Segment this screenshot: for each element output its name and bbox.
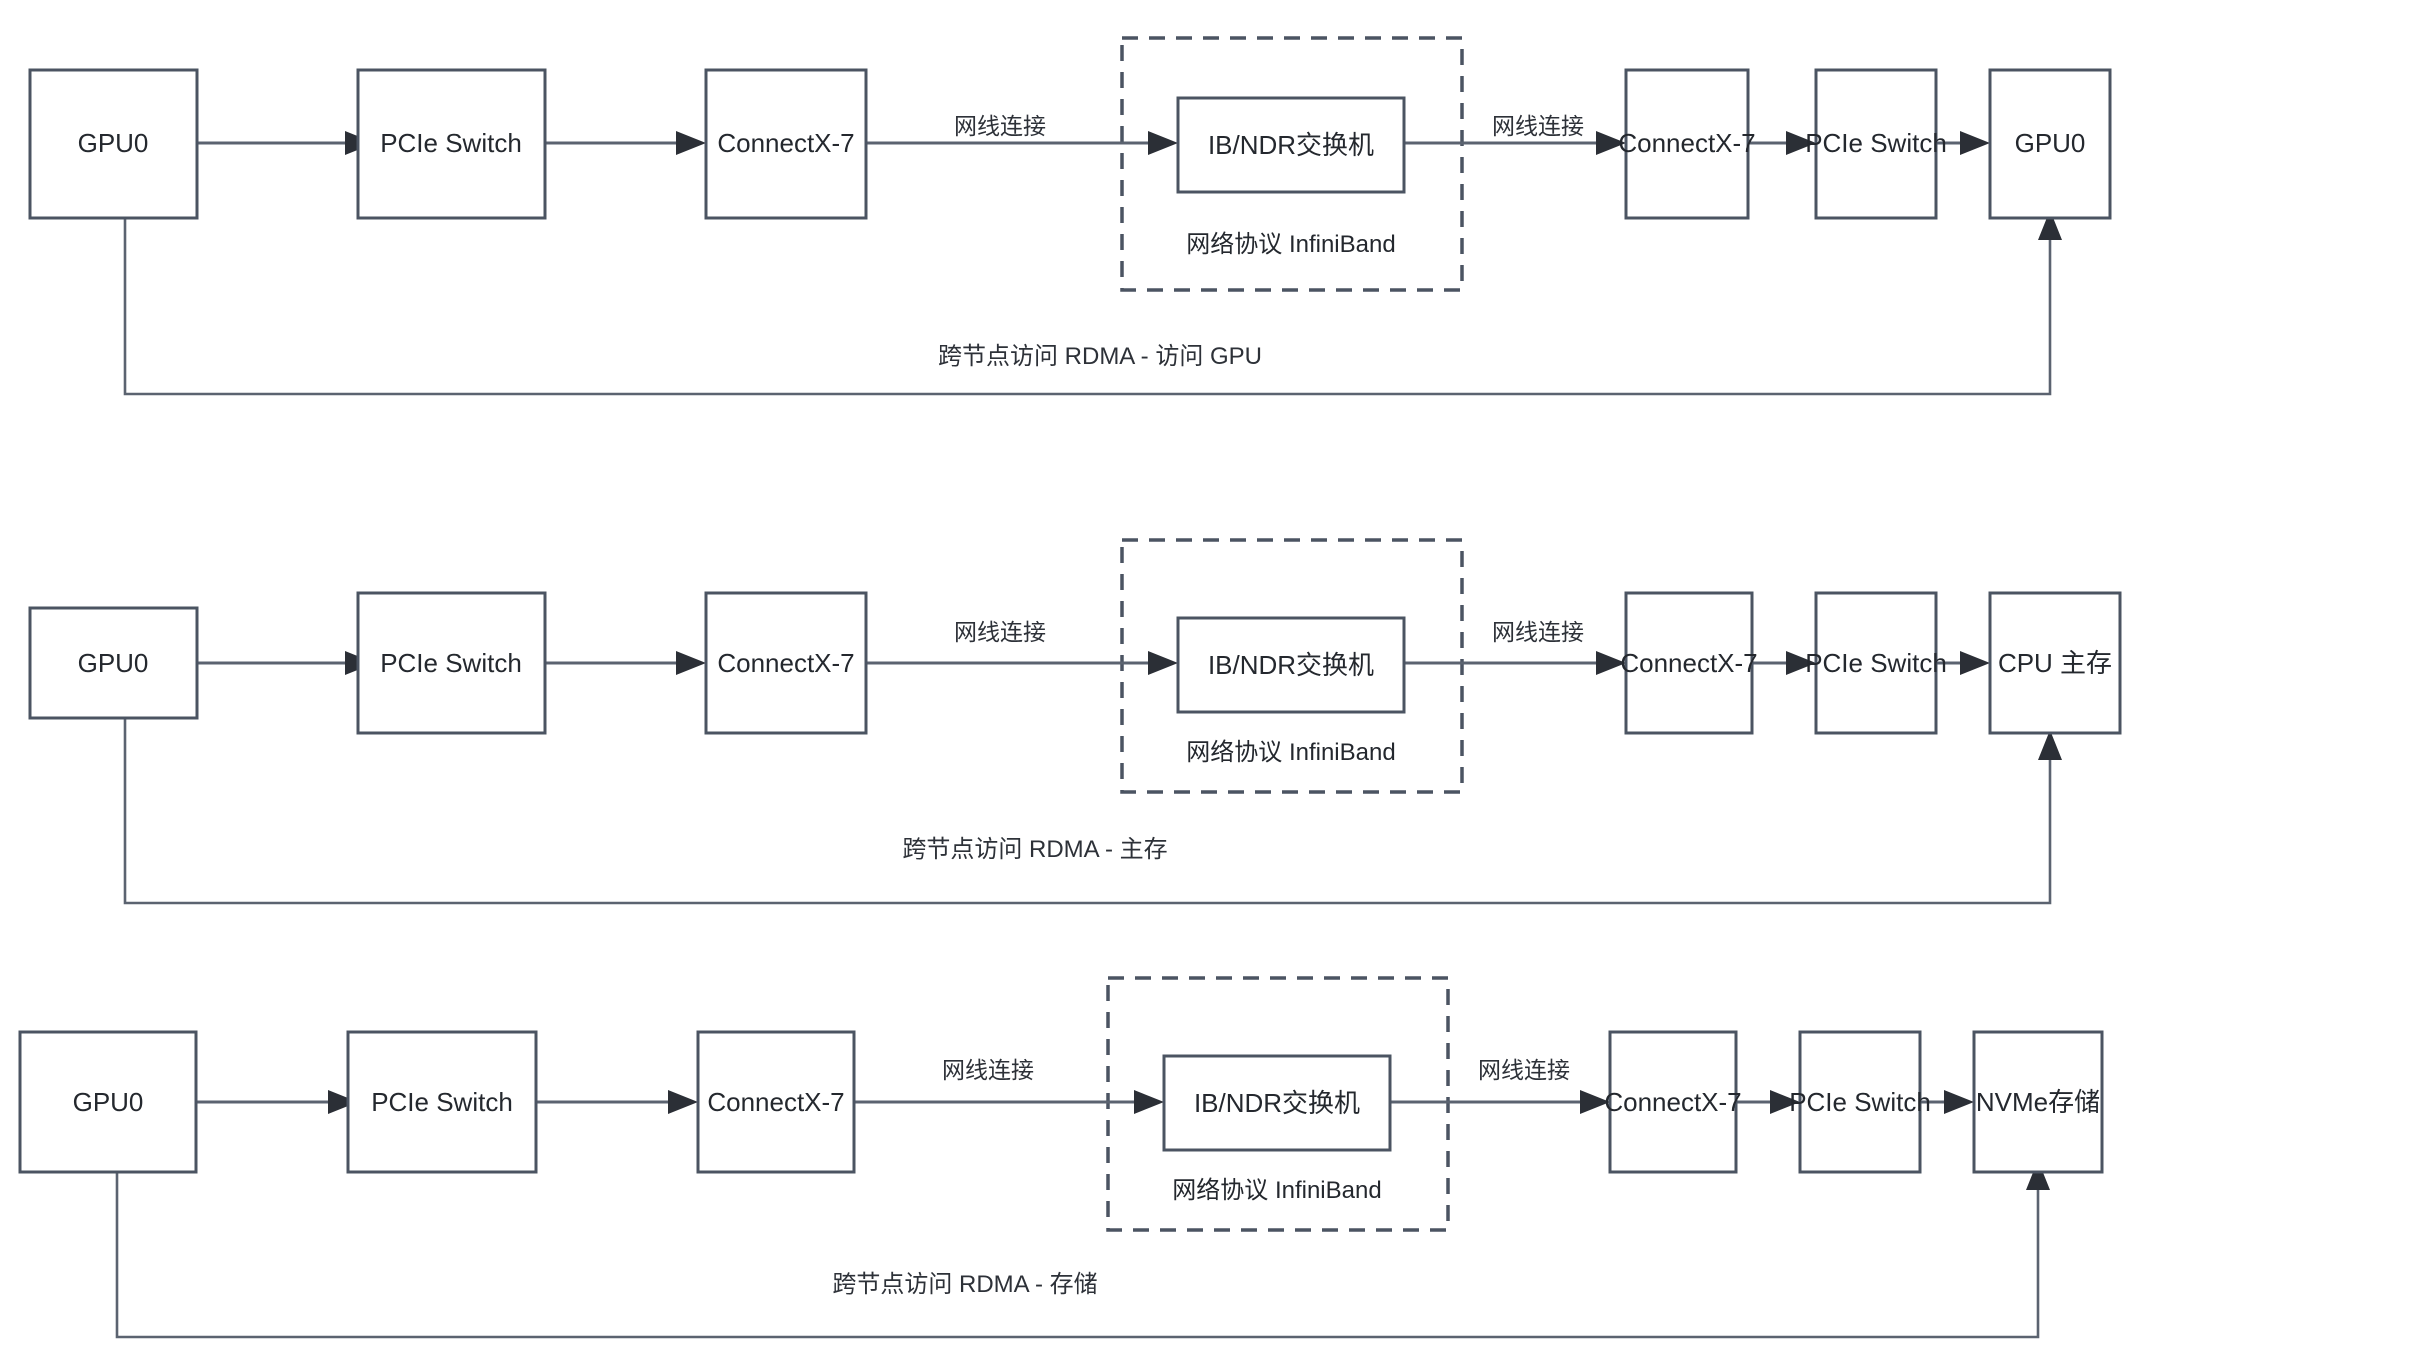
node-ib-switch[interactable]: [1176, 616, 1406, 714]
node-dst-pcie[interactable]: [1814, 68, 1938, 220]
return-path-label: 跨节点访问 RDMA - 访问 GPU: [938, 343, 1262, 370]
node-src-pcie[interactable]: [356, 68, 547, 220]
node-src-gpu0[interactable]: [18, 1030, 198, 1174]
return-path-line: [123, 218, 2052, 396]
arrowhead-gpu0-pcie: [328, 1090, 358, 1114]
node-src-gpu0[interactable]: [28, 606, 199, 720]
node-dst-cx7-label: ConnectX-7: [1604, 1087, 1741, 1117]
arrowhead-pcie-cx7: [676, 131, 706, 155]
arrowhead-cx7-switch: [1148, 131, 1178, 155]
node-ib-switch-label: IB/NDR交换机: [1194, 1088, 1360, 1118]
node-src-pcie-label: PCIe Switch: [380, 648, 522, 678]
arrowhead-cx7-switch: [1148, 651, 1178, 675]
node-ib-switch-label: IB/NDR交换机: [1208, 130, 1374, 160]
return-path-line: [115, 1160, 2040, 1339]
arrowhead-pcie-endpoint: [1960, 131, 1990, 155]
node-src-cx7[interactable]: [704, 68, 868, 220]
arrowhead-switch-cx7: [1596, 651, 1626, 675]
node-src-pcie[interactable]: [346, 1030, 538, 1174]
node-src-gpu0-label: GPU0: [73, 1087, 144, 1117]
flow-row-gpu: GPU0 PCIe Switch ConnectX-7 IB/NDR交换机 Co…: [28, 36, 2112, 396]
node-dst-endpoint-label: CPU 主存: [1998, 648, 2112, 678]
node-src-gpu0[interactable]: [28, 68, 199, 220]
flow-row-storage: GPU0 PCIe Switch ConnectX-7 IB/NDR交换机 Co…: [18, 976, 2104, 1339]
return-path-label: 跨节点访问 RDMA - 主存: [902, 836, 1167, 863]
arrowhead-pcie-endpoint: [1960, 651, 1990, 675]
node-dst-endpoint[interactable]: [1972, 1030, 2104, 1174]
infiniband-group-box: [1120, 36, 1464, 292]
arrowhead-cx7-pcie: [1786, 651, 1816, 675]
edge-label-cable-left: 网线连接: [942, 1057, 1034, 1083]
return-arrowhead: [2038, 730, 2062, 760]
node-dst-endpoint-label: GPU0: [2015, 128, 2086, 158]
arrowhead-pcie-cx7: [676, 651, 706, 675]
node-src-cx7[interactable]: [696, 1030, 856, 1174]
node-dst-cx7[interactable]: [1624, 68, 1750, 220]
infiniband-group-box: [1120, 538, 1464, 794]
edge-label-cable-left: 网线连接: [954, 619, 1046, 645]
node-dst-pcie[interactable]: [1798, 1030, 1922, 1174]
return-path-label: 跨节点访问 RDMA - 存储: [832, 1271, 1097, 1298]
infiniband-group-label: 网络协议 InfiniBand: [1186, 231, 1395, 258]
flow-row-mem: GPU0 PCIe Switch ConnectX-7 IB/NDR交换机 Co…: [28, 538, 2122, 905]
node-dst-endpoint-label: NVMe存储: [1976, 1087, 2100, 1117]
node-dst-pcie-label: PCIe Switch: [1789, 1087, 1931, 1117]
infiniband-group-label: 网络协议 InfiniBand: [1186, 739, 1395, 766]
node-src-gpu0-label: GPU0: [78, 128, 149, 158]
arrowhead-pcie-endpoint: [1944, 1090, 1974, 1114]
arrowhead-pcie-cx7: [668, 1090, 698, 1114]
node-src-pcie[interactable]: [356, 591, 547, 735]
arrowhead-cx7-switch: [1134, 1090, 1164, 1114]
node-src-cx7-label: ConnectX-7: [717, 128, 854, 158]
node-src-gpu0-label: GPU0: [78, 648, 149, 678]
node-src-cx7-label: ConnectX-7: [717, 648, 854, 678]
node-src-pcie-label: PCIe Switch: [380, 128, 522, 158]
node-dst-pcie-label: PCIe Switch: [1805, 648, 1947, 678]
node-dst-cx7-label: ConnectX-7: [1618, 128, 1755, 158]
return-arrowhead: [2026, 1160, 2050, 1190]
node-ib-switch[interactable]: [1162, 1054, 1392, 1152]
node-ib-switch[interactable]: [1176, 96, 1406, 194]
arrowhead-switch-cx7: [1596, 131, 1626, 155]
arrowhead-cx7-pcie: [1770, 1090, 1800, 1114]
node-ib-switch-label: IB/NDR交换机: [1208, 650, 1374, 680]
node-dst-pcie[interactable]: [1814, 591, 1938, 735]
node-src-cx7[interactable]: [704, 591, 868, 735]
node-dst-cx7[interactable]: [1624, 591, 1754, 735]
arrowhead-switch-cx7: [1580, 1090, 1610, 1114]
node-dst-pcie-label: PCIe Switch: [1805, 128, 1947, 158]
node-dst-endpoint[interactable]: [1988, 591, 2122, 735]
node-dst-cx7[interactable]: [1608, 1030, 1738, 1174]
edge-label-cable-right: 网线连接: [1492, 113, 1584, 139]
node-dst-endpoint[interactable]: [1988, 68, 2112, 220]
arrowhead-cx7-pcie: [1786, 131, 1816, 155]
edge-label-cable-right: 网线连接: [1492, 619, 1584, 645]
infiniband-group-box: [1106, 976, 1450, 1232]
return-path-line: [123, 718, 2052, 905]
node-src-cx7-label: ConnectX-7: [707, 1087, 844, 1117]
return-arrowhead: [2038, 210, 2062, 240]
edge-label-cable-right: 网线连接: [1478, 1057, 1570, 1083]
node-src-pcie-label: PCIe Switch: [371, 1087, 513, 1117]
node-dst-cx7-label: ConnectX-7: [1620, 648, 1757, 678]
edge-label-cable-left: 网线连接: [954, 113, 1046, 139]
infiniband-group-label: 网络协议 InfiniBand: [1172, 1177, 1381, 1204]
